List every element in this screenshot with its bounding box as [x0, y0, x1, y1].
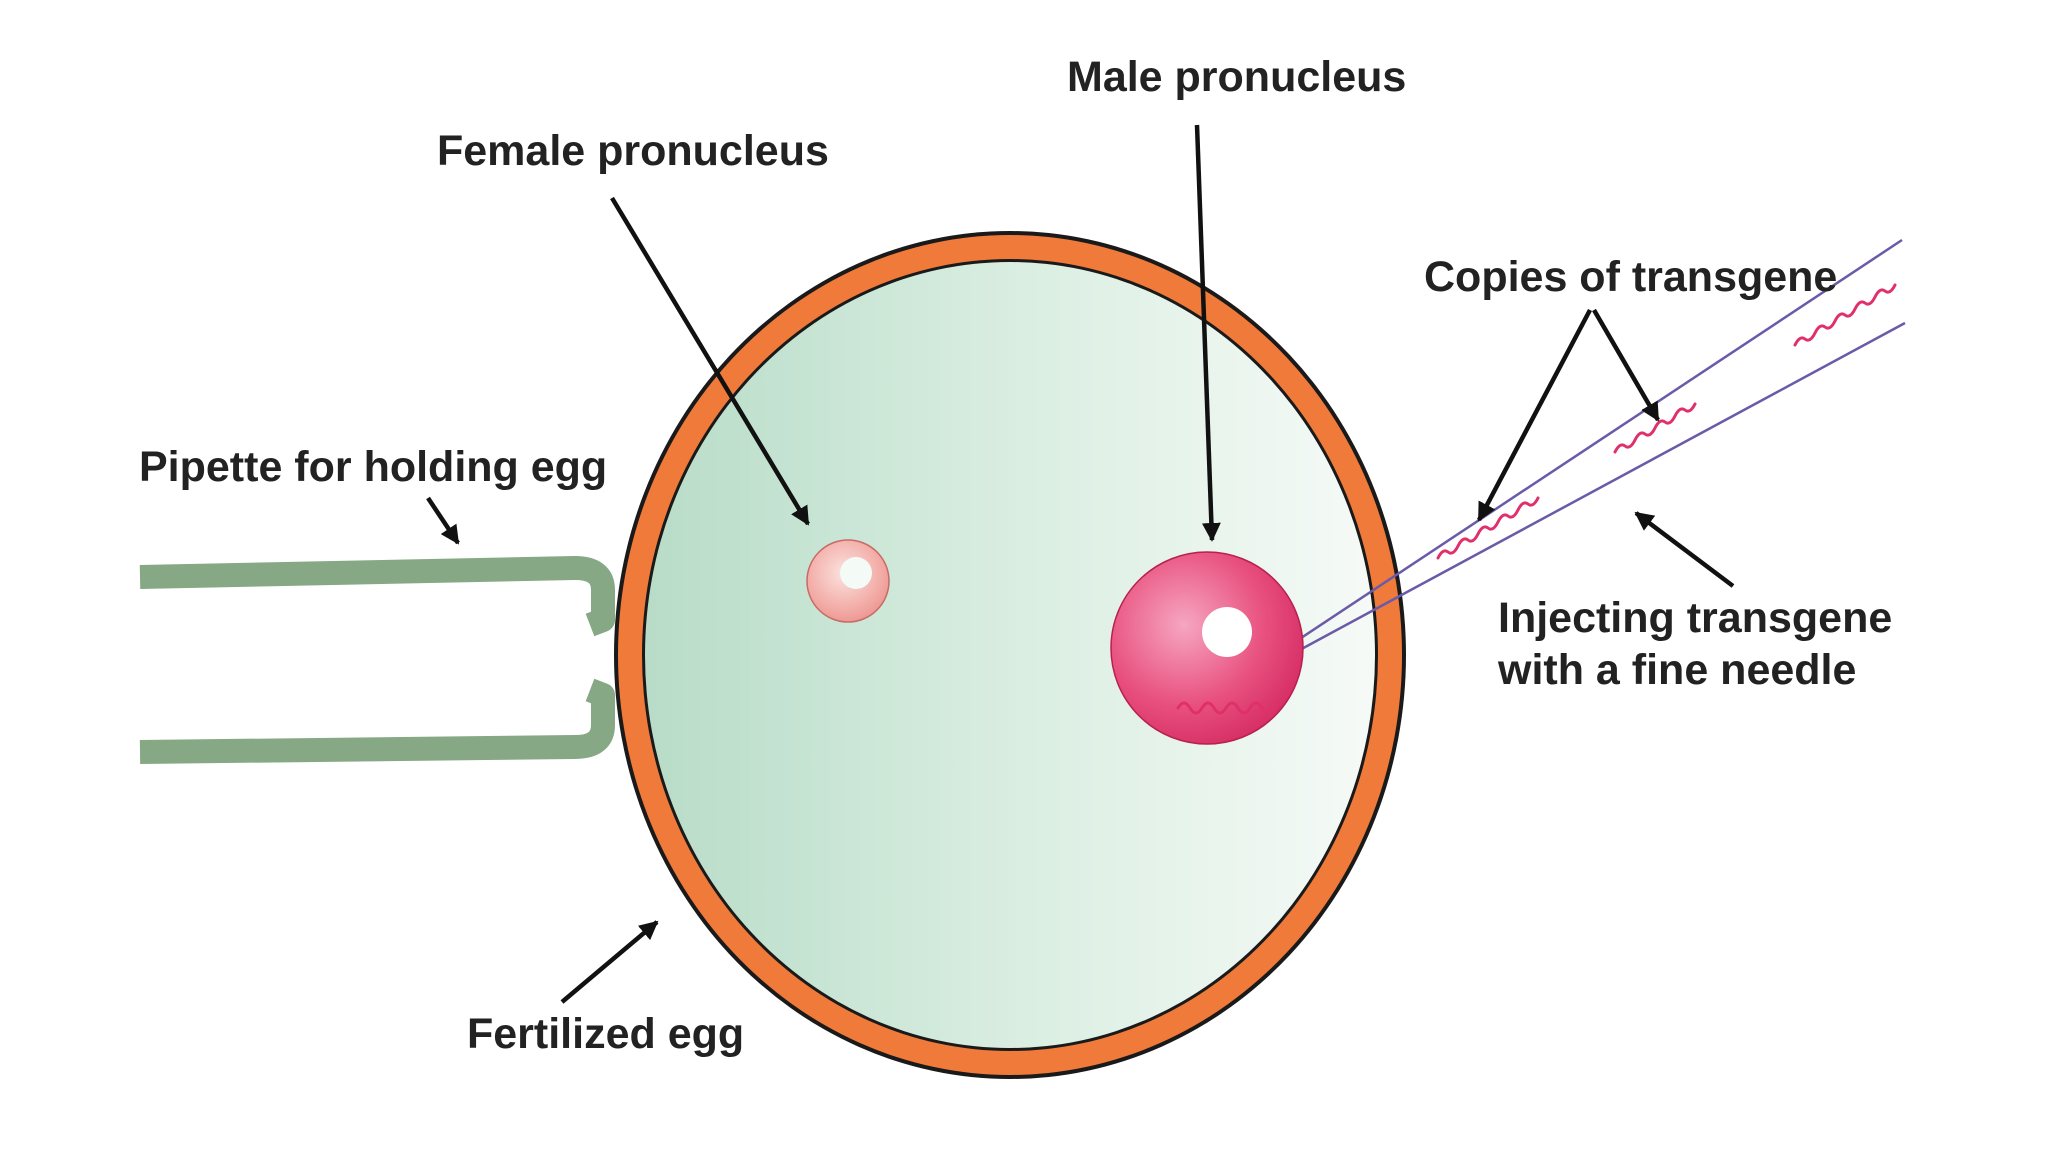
label-injecting-line1: Injecting transgene — [1498, 594, 1892, 642]
transgene-in-nucleus — [1176, 701, 1276, 715]
arrow-pipette — [426, 496, 460, 545]
arrow-male-pronucleus — [1194, 124, 1221, 542]
male-pronucleus — [1110, 551, 1304, 745]
annotation-arrows — [426, 124, 1735, 1004]
labels: Male pronucleus Female pronucleus Copies… — [139, 53, 1892, 1058]
arrow-fertilized-egg — [560, 920, 659, 1004]
arrow-copies-2 — [1592, 308, 1660, 422]
label-fertilized-egg: Fertilized egg — [467, 1010, 744, 1058]
holding-pipette — [139, 556, 615, 764]
arrow-injecting — [1634, 511, 1735, 588]
arrow-female-pronucleus — [610, 196, 810, 526]
fertilized-egg — [614, 231, 1406, 1079]
female-pronucleus — [806, 539, 890, 623]
arrow-copies-1 — [1477, 308, 1592, 522]
transgene-copies — [1436, 283, 1897, 560]
label-injecting-line2: with a fine needle — [1497, 646, 1856, 694]
label-male-pronucleus: Male pronucleus — [1067, 53, 1406, 101]
label-copies-of-transgene: Copies of transgene — [1424, 253, 1837, 301]
label-female-pronucleus: Female pronucleus — [437, 127, 829, 175]
label-pipette: Pipette for holding egg — [139, 443, 607, 491]
